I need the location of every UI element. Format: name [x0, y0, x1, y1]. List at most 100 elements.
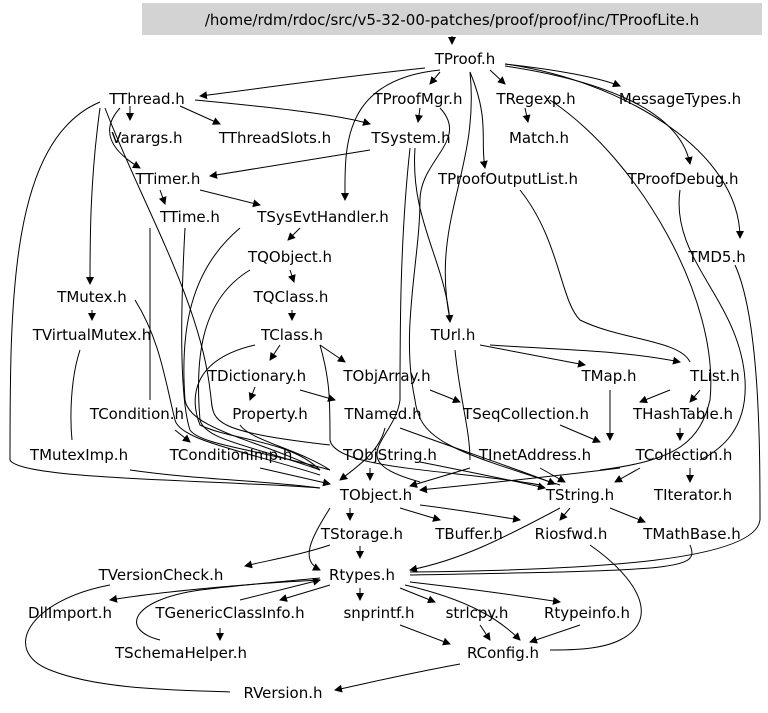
edge-tdictionary-property: [248, 386, 257, 401]
node-snprintf[interactable]: snprintf.h: [343, 604, 414, 622]
edge-tsystem-turl: [414, 147, 454, 323]
node-rversion[interactable]: RVersion.h: [243, 684, 322, 702]
node-tvirtualmutex[interactable]: TVirtualMutex.h: [32, 326, 152, 344]
nodes: TProof.h TThread.h TProofMgr.h TRegexp.h…: [28, 50, 746, 702]
node-titerator[interactable]: TIterator.h: [653, 486, 732, 504]
node-match[interactable]: Match.h: [509, 129, 569, 147]
node-tsysevthandler[interactable]: TSysEvtHandler.h: [256, 208, 389, 226]
node-strlcpy[interactable]: strlcpy.h: [446, 604, 509, 622]
node-rconfig[interactable]: RConfig.h: [467, 644, 539, 662]
edge-tseqcollection-tcollection: [559, 424, 601, 443]
edge-tproof-messagetypes: [504, 63, 621, 88]
node-tthreadslots[interactable]: TThreadSlots.h: [218, 129, 331, 147]
edge-tconditionimp-tobject: [259, 467, 331, 487]
edge-tstring-riosfwd: [559, 507, 571, 521]
edge-tlist-tseqcollection: [689, 389, 701, 403]
node-tmap[interactable]: TMap.h: [580, 367, 636, 385]
node-turl[interactable]: TUrl.h: [430, 326, 476, 344]
node-messagetypes[interactable]: MessageTypes.h: [619, 90, 741, 108]
edge-tinetaddress-tstring: [539, 467, 566, 483]
edge-tcondition-tconditionimp: [174, 429, 191, 443]
node-tobjarray[interactable]: TObjArray.h: [342, 367, 430, 385]
node-tmd5[interactable]: TMD5.h: [687, 248, 745, 266]
node-tseqcollection[interactable]: TSeqCollection.h: [462, 405, 589, 423]
node-tproofdebug[interactable]: TProofDebug.h: [626, 170, 738, 188]
node-tproofoutputlist[interactable]: TProofOutputList.h: [437, 170, 578, 188]
node-tmutex[interactable]: TMutex.h: [56, 288, 127, 306]
edge-tsystem-ttimer: [209, 149, 371, 179]
edge-strlcpy-rconfig: [479, 624, 491, 641]
edge-tnamed-tobject: [339, 427, 386, 481]
edge-rtypes-dllimport: [109, 579, 321, 603]
edge-tinetaddress-tobject: [409, 467, 471, 488]
node-rtypes[interactable]: Rtypes.h: [329, 566, 395, 584]
node-property[interactable]: Property.h: [232, 405, 308, 423]
edge-tdictionary-tnamed: [299, 389, 336, 402]
edge-turl-tlist: [489, 344, 681, 365]
node-tproof[interactable]: TProof.h: [434, 50, 496, 68]
node-tinetaddress[interactable]: TInetAddress.h: [478, 446, 591, 464]
edge-tthread-tmutex: [86, 107, 101, 285]
node-tsystem[interactable]: TSystem.h: [370, 129, 450, 147]
edge-tclass-tdictionary: [269, 344, 281, 361]
node-tstring[interactable]: TString.h: [545, 486, 614, 504]
node-tthread[interactable]: TThread.h: [108, 90, 185, 108]
node-tcollection[interactable]: TCollection.h: [635, 446, 733, 464]
edge-tregexp-tstring: [549, 99, 712, 471]
edge-tclass-tobject: [194, 344, 321, 471]
node-tobject[interactable]: TObject.h: [339, 486, 412, 504]
node-tconditionimp[interactable]: TConditionImp.h: [169, 446, 293, 464]
edge-tqobject-tqclass: [287, 269, 296, 283]
edges: [9, 36, 761, 693]
node-rtypeinfo[interactable]: Rtypeinfo.h: [544, 604, 630, 622]
edge-rtypes-rtypeinfo: [409, 581, 561, 605]
node-tdictionary[interactable]: TDictionary.h: [207, 367, 306, 385]
edge-tproof-tproofdebug: [504, 65, 693, 165]
node-dllimport[interactable]: DllImport.h: [28, 604, 112, 622]
node-tcondition[interactable]: TCondition.h: [89, 405, 184, 423]
edge-tthread-tsystem: [194, 99, 371, 126]
node-ttime[interactable]: TTime.h: [159, 208, 220, 226]
edge-tproof-tregexp: [489, 69, 506, 85]
node-tstorage[interactable]: TStorage.h: [320, 525, 403, 543]
edge-tproof-turl: [444, 71, 472, 321]
node-tproofmgr[interactable]: TProofMgr.h: [373, 90, 463, 108]
node-thashtable[interactable]: THashTable.h: [632, 405, 733, 423]
node-tmathbase[interactable]: TMathBase.h: [642, 525, 741, 543]
edge-tproofmgr-tsystem: [415, 107, 423, 123]
edge-tproofdebug-tcollection: [678, 189, 746, 461]
edge-tthread-tobject: [9, 101, 321, 489]
edge-tsysevthandler-tobject: [183, 227, 321, 471]
edge-tregexp-match: [522, 107, 531, 123]
edge-tobjstring-tstring: [419, 461, 546, 491]
node-tmuteximp[interactable]: TMutexImp.h: [29, 446, 128, 464]
node-riosfwd[interactable]: Riosfwd.h: [535, 525, 608, 543]
node-tschemahelper[interactable]: TSchemaHelper.h: [114, 644, 247, 662]
edge-tthread-tobject2: [104, 107, 331, 446]
edge-tthread-ttimer: [109, 107, 141, 169]
edge-tproofoutputlist-tlist: [519, 189, 691, 363]
edge-tproof-tmd5: [504, 63, 744, 239]
edge-tmutex-tobject: [134, 299, 321, 476]
edge-tobject-rtypes: [308, 507, 331, 571]
node-tregexp[interactable]: TRegexp.h: [495, 90, 575, 108]
node-tversioncheck[interactable]: TVersionCheck.h: [98, 566, 224, 584]
node-ttimer[interactable]: TTimer.h: [135, 170, 201, 188]
edge-tmuteximp-tobject: [129, 469, 321, 489]
node-tqobject[interactable]: TQObject.h: [247, 248, 332, 266]
edge-rtypes-strlcpy: [399, 587, 436, 604]
edge-tvirtualmutex-tmuteximp: [70, 349, 81, 441]
node-tnamed[interactable]: TNamed.h: [343, 405, 421, 423]
node-tlist[interactable]: TList.h: [689, 367, 740, 385]
edge-property-tobject: [239, 424, 331, 471]
node-tobjstring[interactable]: TObjString.h: [342, 446, 437, 464]
node-varargs[interactable]: Varargs.h: [111, 129, 182, 147]
node-tqclass[interactable]: TQClass.h: [253, 288, 329, 306]
node-tclass[interactable]: TClass.h: [260, 326, 323, 344]
title-box: [142, 3, 762, 35]
node-tbuffer[interactable]: TBuffer.h: [434, 525, 503, 543]
node-tgenericclassinfo[interactable]: TGenericClassInfo.h: [154, 604, 304, 622]
edge-tmathbase-rtypes: [409, 544, 693, 576]
edge-rconfig-rversion: [334, 663, 461, 693]
